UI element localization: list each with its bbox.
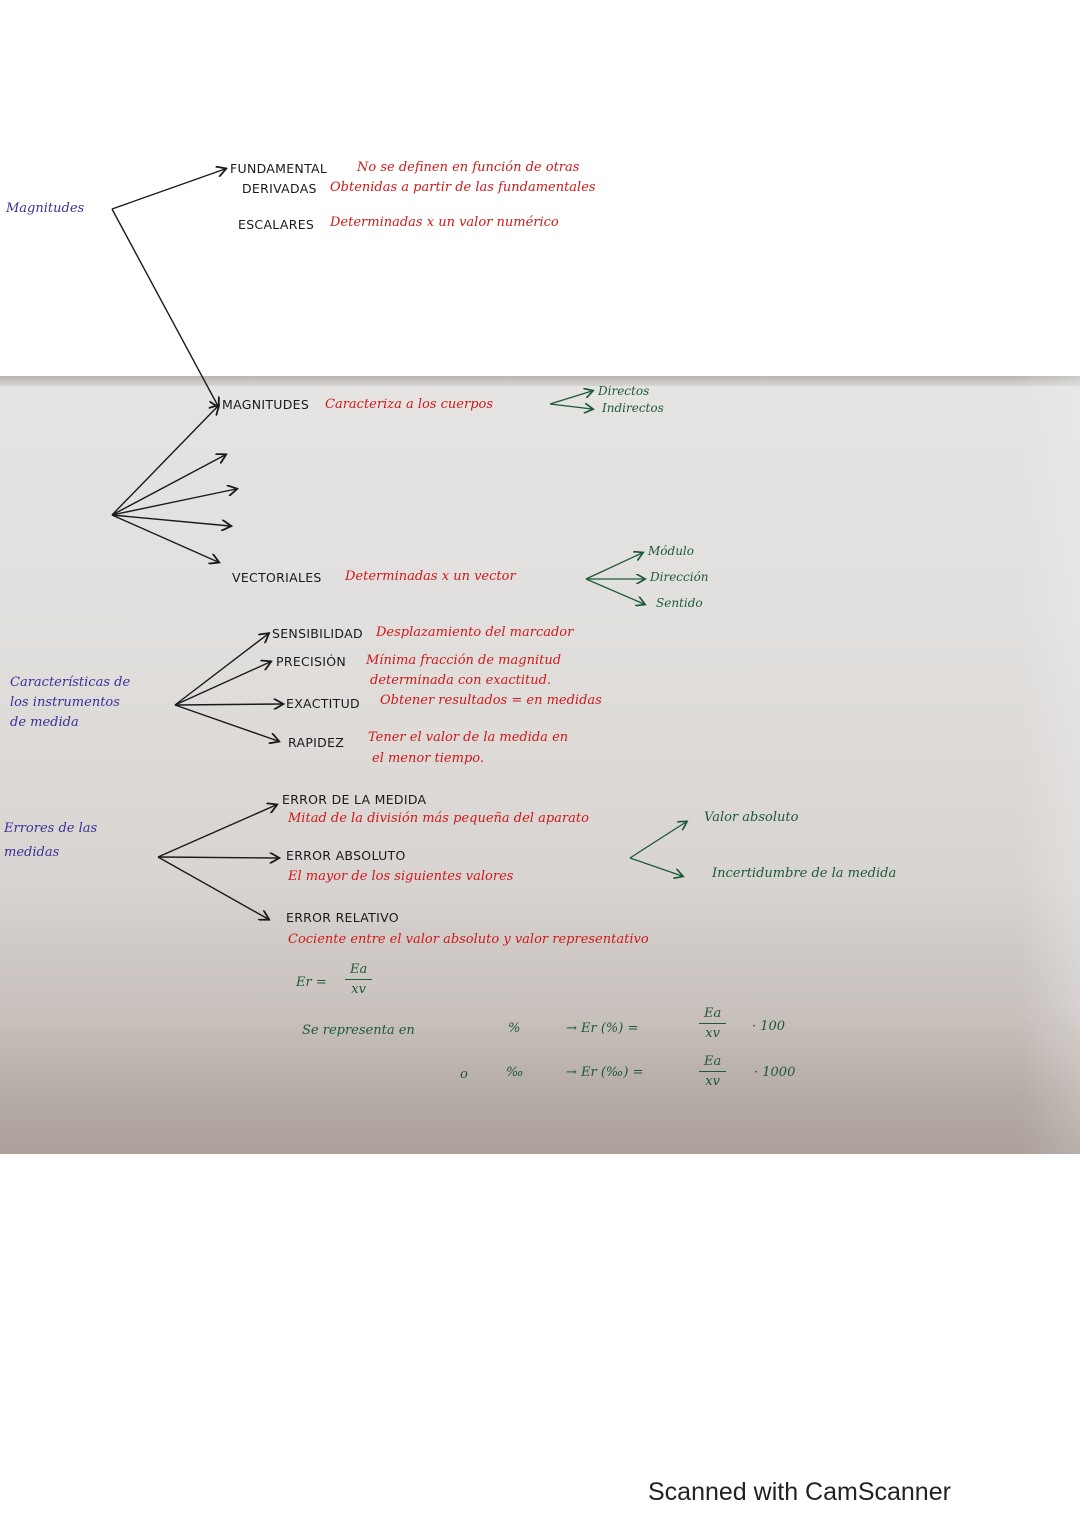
- represent-permille-fraction: Ea xv: [698, 1054, 727, 1089]
- term-derivadas: DERIVADAS: [242, 181, 317, 196]
- root-errores-line1: Errores de las: [4, 821, 98, 836]
- represent-percent-num: Ea: [704, 1006, 722, 1021]
- sub-valor-absoluto: Valor absoluto: [704, 810, 799, 825]
- term-fundamental: FUNDAMENTAL: [230, 161, 328, 176]
- def-derivadas: Obtenidas a partir de las fundamentales: [330, 180, 596, 195]
- root-instrumentos-line1: Características de: [10, 675, 131, 690]
- term-error-absoluto: ERROR ABSOLUTO: [286, 848, 406, 863]
- represent-permille-num: Ea: [704, 1054, 722, 1069]
- notebook-photo: [0, 376, 1080, 1154]
- camscanner-watermark: Scanned with CamScanner: [648, 1478, 951, 1506]
- paper-bottom-shade: [0, 1014, 1080, 1154]
- term-magnitudes: MAGNITUDES: [222, 397, 310, 412]
- represent-permille-lhs: → Er (‰) =: [566, 1065, 644, 1080]
- represent-permille-den: xv: [699, 1071, 726, 1089]
- def-precision-line1: Mínima fracción de magnitud: [366, 653, 562, 668]
- represent-percent-lhs: → Er (%) =: [566, 1021, 639, 1036]
- def-fundamental: No se definen en función de otras: [357, 160, 580, 175]
- represent-permille-unit: ‰: [506, 1065, 524, 1080]
- sub-indirectos: Indirectos: [602, 401, 664, 415]
- paper-right-shade: [1020, 376, 1080, 1154]
- formula-er-den: xv: [345, 979, 372, 997]
- represent-or: o: [460, 1067, 468, 1082]
- term-exactitud: EXACTITUD: [286, 696, 360, 711]
- def-escalares: Determinadas x un valor numérico: [330, 215, 559, 230]
- def-vectoriales: Determinadas x un vector: [345, 569, 516, 584]
- paper-top-edge: [0, 376, 1080, 386]
- represent-percent-unit: %: [508, 1021, 521, 1036]
- represent-percent-den: xv: [699, 1023, 726, 1041]
- term-error-medida: ERROR DE LA MEDIDA: [282, 792, 427, 807]
- represent-percent-fraction: Ea xv: [698, 1006, 727, 1041]
- represent-permille-factor: · 1000: [754, 1065, 796, 1080]
- term-error-relativo: ERROR RELATIVO: [286, 910, 399, 925]
- formula-er-num: Ea: [350, 962, 368, 977]
- root-instrumentos-line2: los instrumentos: [10, 695, 120, 710]
- sub-sentido: Sentido: [656, 596, 703, 610]
- term-rapidez: RAPIDEZ: [288, 735, 345, 750]
- represent-percent-factor: · 100: [752, 1019, 786, 1034]
- def-error-relativo: Cociente entre el valor absoluto y valor…: [288, 932, 649, 947]
- def-rapidez-line2: el menor tiempo.: [372, 751, 485, 766]
- term-sensibilidad: SENSIBILIDAD: [272, 626, 363, 641]
- formula-er-lhs: Er =: [296, 975, 327, 990]
- sub-modulo: Módulo: [648, 544, 694, 558]
- term-precision: PRECISIÓN: [276, 654, 347, 669]
- term-vectoriales: VECTORIALES: [232, 570, 322, 585]
- def-error-absoluto: El mayor de los siguientes valores: [288, 869, 514, 884]
- sub-directos: Directos: [598, 384, 650, 398]
- root-magnitudes: Magnitudes: [6, 201, 85, 216]
- def-exactitud: Obtener resultados = en medidas: [380, 693, 602, 708]
- def-sensibilidad: Desplazamiento del marcador: [376, 625, 574, 640]
- def-magnitudes: Caracteriza a los cuerpos: [325, 397, 494, 412]
- root-errores-line2: medidas: [4, 845, 60, 860]
- root-instrumentos-line3: de medida: [10, 715, 79, 730]
- def-error-medida: Mitad de la división más pequeña del apa…: [288, 811, 589, 826]
- term-escalares: ESCALARES: [238, 217, 315, 232]
- represent-intro: Se representa en: [302, 1023, 415, 1038]
- sub-direccion: Dirección: [650, 570, 709, 584]
- def-rapidez-line1: Tener el valor de la medida en: [368, 730, 569, 745]
- formula-er-fraction: Ea xv: [344, 962, 373, 997]
- sub-incertidumbre: Incertidumbre de la medida: [712, 866, 897, 881]
- def-precision-line2: determinada con exactitud.: [370, 673, 552, 688]
